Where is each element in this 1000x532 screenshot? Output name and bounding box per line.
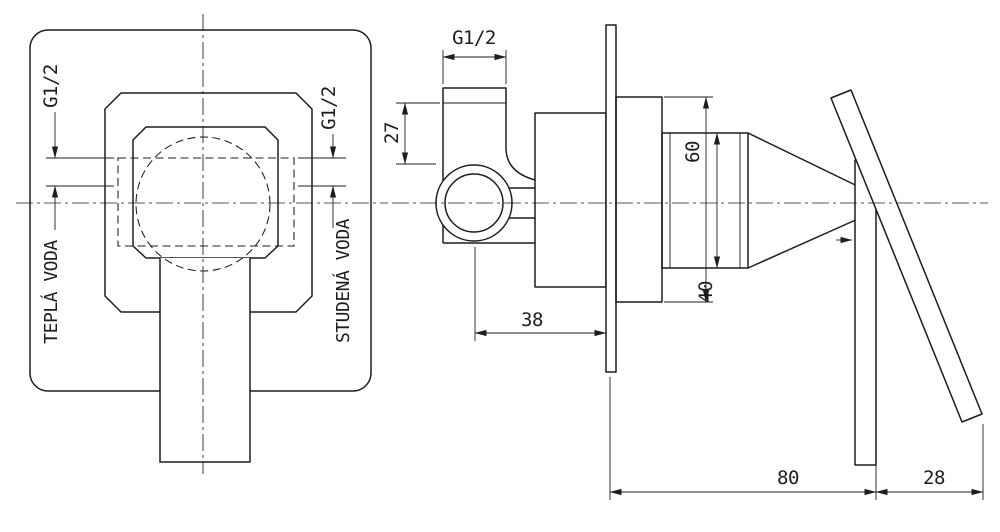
- front-handle-base-outline: [132, 126, 279, 259]
- side-handle-lever-tilted: [830, 89, 983, 423]
- front-escutcheon-outline: [104, 92, 313, 313]
- side-dim-40-label: 40: [695, 281, 717, 303]
- front-thread-right-label: G1/2: [318, 86, 340, 130]
- side-dim-60: 60: [664, 96, 713, 303]
- side-dim-80: 80: [609, 247, 877, 500]
- front-handle-lever: [159, 258, 251, 463]
- side-dim-40: 40: [695, 132, 721, 303]
- side-dim-27-label: 27: [381, 122, 403, 144]
- front-view: G1/2 G1/2 TEPLÁ VODA STUDENÁ VODA: [29, 29, 372, 463]
- front-dim-thread-right-extlines: [298, 157, 346, 187]
- side-sleeve: [661, 132, 749, 269]
- side-thread-top-label: G1/2: [452, 27, 496, 49]
- front-dim-thread-left-extlines: [46, 157, 114, 187]
- side-dim-60-label: 60: [682, 141, 704, 163]
- side-inlet-block: [442, 87, 507, 243]
- side-dim-38-label: 38: [521, 309, 543, 331]
- wall-plate: [605, 24, 617, 373]
- side-dim-thread-top-extlines: [442, 50, 507, 84]
- side-valve-body: [534, 112, 607, 288]
- hot-water-label: TEPLÁ VODA: [40, 240, 62, 344]
- side-view: G1/2 27 38 60 40 80: [381, 24, 984, 500]
- side-dim-thread-top: G1/2: [442, 27, 507, 84]
- front-hidden-body-outline: [117, 157, 295, 247]
- side-inlet-boss-inner-circle: [444, 173, 504, 233]
- side-dim-28: 28: [875, 424, 984, 500]
- cold-water-label: STUDENÁ VODA: [332, 218, 354, 343]
- side-inlet-fillet: [505, 147, 536, 181]
- side-dim-38: 38: [474, 247, 607, 341]
- side-dim-27: 27: [381, 102, 440, 165]
- side-inlet-boss-outer-circle: [435, 164, 513, 242]
- side-dim-28-label: 28: [923, 467, 945, 489]
- centerlines: [16, 14, 988, 474]
- front-dim-thread-left: G1/2: [40, 64, 114, 230]
- front-thread-left-label: G1/2: [40, 64, 62, 108]
- front-dim-thread-right: G1/2: [298, 86, 346, 228]
- side-sleeve-inner-lines: [669, 133, 741, 268]
- side-handle-bar: [854, 159, 877, 466]
- side-dim-80-label: 80: [777, 467, 799, 489]
- side-dim-80-extlines: [609, 247, 877, 500]
- side-flange: [615, 96, 663, 303]
